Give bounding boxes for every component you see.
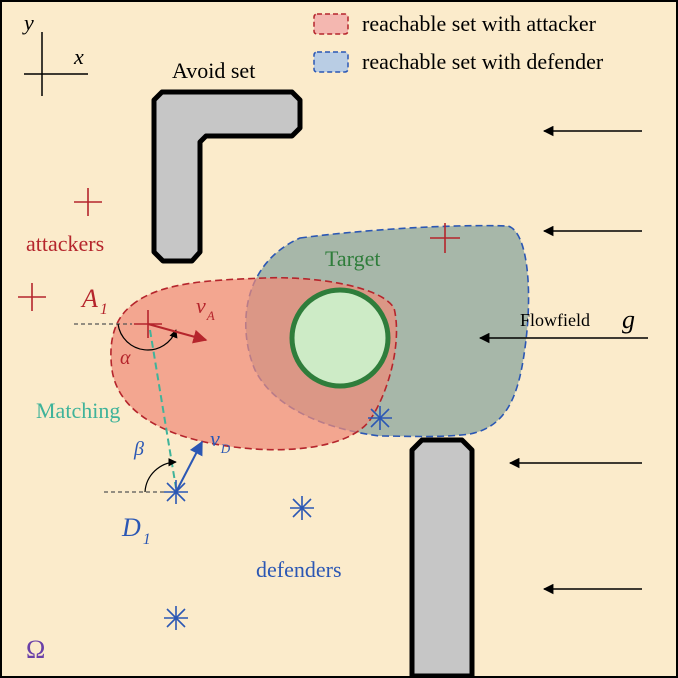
target-label: Target	[325, 246, 380, 271]
defender-markers	[164, 406, 392, 630]
alpha-angle-arc	[117, 323, 178, 351]
beta-angle-arc	[144, 458, 177, 493]
velocity-attacker-label: vA	[196, 293, 215, 323]
legend-swatch-defender	[313, 51, 349, 73]
flowfield-arrows	[478, 125, 648, 595]
axes-icon	[24, 32, 88, 96]
attacker-marker	[18, 283, 46, 311]
matching-label: Matching	[36, 398, 120, 423]
defender-marker	[368, 406, 392, 430]
velocity-defender-label: vD	[210, 426, 231, 456]
attacker-marker	[74, 188, 102, 216]
attacker-marker	[430, 223, 460, 253]
defender-marker	[164, 606, 188, 630]
legend-label-defender: reachable set with defender	[362, 49, 604, 74]
flowfield-label: Flowfield	[520, 310, 590, 330]
beta-label: β	[133, 438, 144, 460]
avoid-set-obstacle-top	[151, 89, 303, 264]
alpha-label: α	[120, 347, 131, 369]
velocity-attacker-arrow	[147, 323, 208, 344]
avoid-set-label: Avoid set	[172, 58, 255, 83]
attacker-markers	[18, 188, 460, 338]
defenders-label: defenders	[256, 557, 342, 582]
velocity-defender-arrow	[175, 440, 203, 493]
defender-marker-d1	[164, 480, 188, 504]
x-axis-label: x	[73, 44, 84, 69]
attackers-label: attackers	[26, 231, 104, 256]
y-axis-label: y	[22, 10, 34, 35]
defender-marker	[290, 496, 314, 520]
target-circle	[289, 287, 391, 389]
flowfield-symbol: g	[622, 305, 635, 334]
legend: reachable set with attacker reachable se…	[313, 11, 604, 74]
legend-swatch-attacker	[313, 13, 349, 35]
avoid-set-obstacle-bottom	[409, 437, 475, 678]
omega-label: Ω	[26, 635, 45, 664]
legend-label-attacker: reachable set with attacker	[362, 11, 597, 36]
